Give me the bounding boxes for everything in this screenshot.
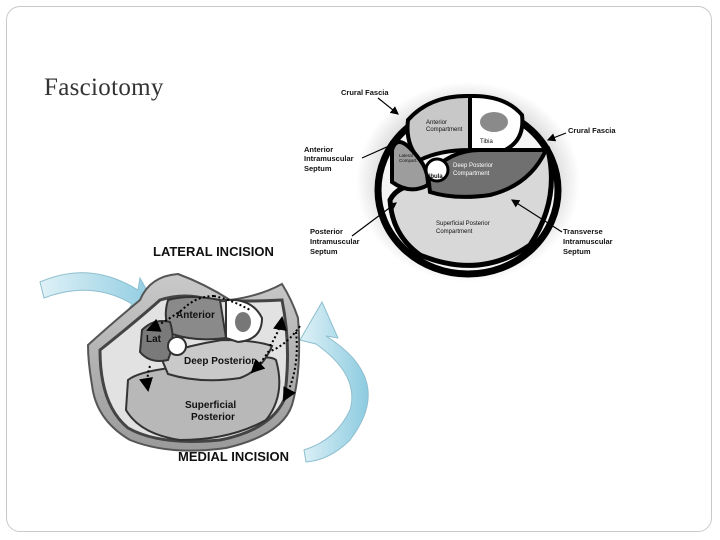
slide-frame [6, 6, 712, 532]
label-posterior-septum-3: Septum [310, 247, 338, 256]
medial-release-path-2 [283, 331, 298, 402]
medial-incision-arrow [299, 300, 369, 463]
label-superficial-1: Superficial [185, 400, 236, 411]
medial-release-path [250, 325, 301, 374]
anterior-compartment [405, 93, 472, 163]
label-deep-posterior-2: Compartment [453, 171, 490, 177]
tibia-core [235, 312, 251, 332]
label-posterior-septum-2: Intramuscular [310, 237, 360, 246]
label-lateral-incision: LATERAL INCISION [153, 244, 274, 259]
label-tibia: Tibia [480, 139, 493, 145]
label-anterior: Anterior [176, 310, 215, 321]
label-superficial-posterior-2: Compartment [436, 229, 473, 235]
deep-posterior-area [158, 338, 274, 382]
label-medial-incision: MEDIAL INCISION [178, 449, 289, 464]
label-lateral-compartment-1: Lateral [399, 153, 413, 158]
label-superficial-posterior-1: Superficial Posterior [436, 221, 490, 227]
arrow-posterior-septum [351, 202, 397, 237]
lateral-release-path-2 [213, 295, 251, 311]
arrow-transverse-septum [510, 199, 563, 233]
lateral-release-path [146, 295, 215, 332]
slide-title: Fasciotomy [44, 74, 164, 101]
label-anterior-compartment-1: Anterior [426, 120, 447, 126]
label-crural-fascia-top: Crural Fascia [341, 88, 389, 97]
label-deep-posterior: Deep Posterior [184, 356, 255, 367]
label-fibula: Fibula [425, 174, 443, 180]
label-posterior-septum-1: Posterior [310, 227, 343, 236]
label-transverse-septum-1: Transverse [563, 227, 603, 236]
arrow-crural-fascia-top [377, 97, 399, 115]
label-lateral-compartment-2: Compart. [399, 158, 418, 163]
fibula-bone [424, 157, 450, 183]
label-superficial-2: Posterior [191, 412, 235, 423]
fibula-area [167, 336, 187, 356]
incision-diagram: LATERAL INCISION MEDIAL INCISION Anterio… [39, 244, 369, 464]
tibia-marrow [480, 112, 508, 132]
label-anterior-septum-2: Intramuscular [304, 154, 354, 163]
cross-section-diagram: Crural Fascia Crural Fascia Anterior Com… [304, 82, 616, 282]
label-anterior-septum-1: Anterior [304, 145, 333, 154]
label-transverse-septum-2: Intramuscular [563, 237, 613, 246]
label-transverse-septum-3: Septum [563, 247, 591, 256]
label-deep-posterior-1: Deep Posterior [453, 163, 493, 169]
label-anterior-septum-3: Septum [304, 164, 332, 173]
arrow-anterior-septum [361, 141, 400, 159]
label-crural-fascia-right: Crural Fascia [568, 126, 616, 135]
arrow-crural-fascia-right [546, 132, 567, 142]
anterior-area [164, 296, 228, 341]
label-anterior-compartment-2: Compartment [426, 127, 463, 133]
medial-release-path-3 [269, 316, 287, 347]
label-lat: Lat [146, 334, 162, 345]
